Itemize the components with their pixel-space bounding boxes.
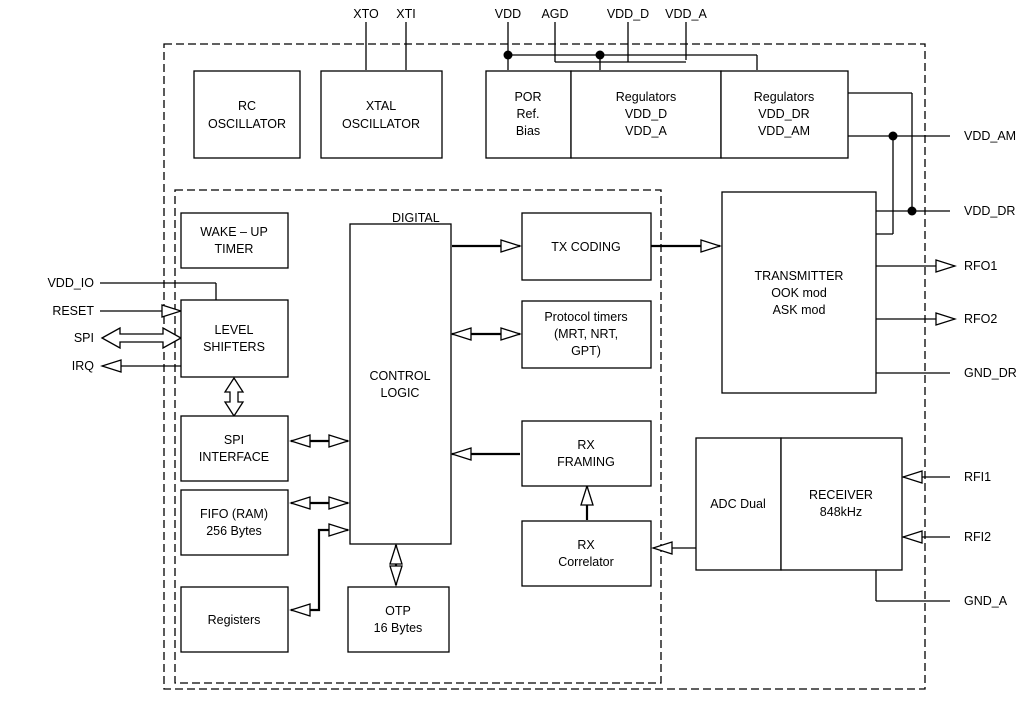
- svg-text:OTP: OTP: [385, 604, 411, 618]
- level-shifters-block: LEVEL SHIFTERS: [180, 299, 289, 378]
- protocol-timers-block: Protocol timers (MRT, NRT, GPT): [521, 300, 652, 369]
- pin-rfi2: RFI2: [964, 530, 991, 544]
- svg-text:SHIFTERS: SHIFTERS: [203, 340, 265, 354]
- svg-text:TX CODING: TX CODING: [551, 240, 620, 254]
- pin-vdd-io: VDD_IO: [47, 276, 94, 290]
- pin-vdd-a: VDD_A: [665, 7, 707, 21]
- registers-block: Registers: [180, 586, 289, 653]
- svg-text:Bias: Bias: [516, 124, 540, 138]
- pin-irq: IRQ: [72, 359, 95, 373]
- wakeup-timer-block: WAKE – UP TIMER: [180, 212, 289, 269]
- svg-text:16 Bytes: 16 Bytes: [374, 621, 423, 635]
- svg-text:Regulators: Regulators: [754, 90, 814, 104]
- svg-text:OOK mod: OOK mod: [771, 286, 827, 300]
- rx-correlator-block: RX Correlator: [521, 520, 652, 587]
- svg-text:FRAMING: FRAMING: [557, 455, 615, 469]
- svg-text:Registers: Registers: [208, 613, 261, 627]
- svg-text:RX: RX: [577, 438, 595, 452]
- rf-wiring: [875, 266, 955, 602]
- por-block: POR Ref. Bias: [485, 70, 572, 159]
- svg-text:RX: RX: [577, 538, 595, 552]
- svg-text:OSCILLATOR: OSCILLATOR: [342, 117, 420, 131]
- otp-block: OTP 16 Bytes: [347, 586, 450, 653]
- pin-vdd: VDD: [495, 7, 521, 21]
- pin-vdd-am: VDD_AM: [964, 129, 1016, 143]
- pin-gnd-dr: GND_DR: [964, 366, 1017, 380]
- svg-text:GPT): GPT): [571, 344, 601, 358]
- svg-text:Regulators: Regulators: [616, 90, 676, 104]
- svg-text:POR: POR: [514, 90, 541, 104]
- svg-text:256 Bytes: 256 Bytes: [206, 524, 262, 538]
- pin-xto: XTO: [353, 7, 379, 21]
- pin-reset: RESET: [52, 304, 94, 318]
- digital-boundary: [174, 189, 662, 684]
- pin-agd: AGD: [541, 7, 568, 21]
- svg-text:Ref.: Ref.: [517, 107, 540, 121]
- svg-text:Correlator: Correlator: [558, 555, 614, 569]
- svg-text:LOGIC: LOGIC: [381, 386, 420, 400]
- pin-xti: XTI: [396, 7, 415, 21]
- pin-rfo2: RFO2: [964, 312, 997, 326]
- svg-text:VDD_D: VDD_D: [625, 107, 667, 121]
- svg-text:(MRT, NRT,: (MRT, NRT,: [554, 327, 618, 341]
- svg-text:TRANSMITTER: TRANSMITTER: [755, 269, 844, 283]
- top-wiring: [365, 22, 758, 70]
- pin-vdd-d: VDD_D: [607, 7, 649, 21]
- receiver-block: RECEIVER 848kHz: [780, 437, 903, 571]
- tx-coding-block: TX CODING: [521, 212, 652, 281]
- svg-text:RECEIVER: RECEIVER: [809, 488, 873, 502]
- svg-text:848kHz: 848kHz: [820, 505, 862, 519]
- svg-text:SPI: SPI: [224, 433, 244, 447]
- svg-text:XTAL: XTAL: [366, 99, 396, 113]
- svg-text:WAKE – UP: WAKE – UP: [200, 225, 268, 239]
- pin-rfo1: RFO1: [964, 259, 997, 273]
- right-supply-wiring: [848, 92, 950, 235]
- internal-wiring: [223, 246, 720, 610]
- control-logic-block: CONTROL LOGIC: [349, 223, 452, 545]
- svg-text:LEVEL: LEVEL: [215, 323, 254, 337]
- spi-interface-block: SPI INTERFACE: [180, 415, 289, 482]
- svg-text:ASK mod: ASK mod: [773, 303, 826, 317]
- fifo-block: FIFO (RAM) 256 Bytes: [180, 489, 289, 556]
- pin-labels: XTO XTI VDD AGD VDD_D VDD_A VDD_IO RESET…: [47, 7, 1016, 608]
- left-pin-wiring: [100, 282, 217, 366]
- svg-text:RC: RC: [238, 99, 256, 113]
- pin-gnd-a: GND_A: [964, 594, 1008, 608]
- svg-text:ADC Dual: ADC Dual: [710, 497, 766, 511]
- rx-framing-block: RX FRAMING: [521, 420, 652, 487]
- svg-text:INTERFACE: INTERFACE: [199, 450, 269, 464]
- transmitter-block: TRANSMITTER OOK mod ASK mod: [721, 191, 877, 394]
- digital-label: DIGITAL: [392, 211, 440, 225]
- pin-spi: SPI: [74, 331, 94, 345]
- regulators-vdd-d-block: Regulators VDD_D VDD_A: [570, 70, 722, 159]
- svg-text:OSCILLATOR: OSCILLATOR: [208, 117, 286, 131]
- xtal-oscillator-block: XTAL OSCILLATOR: [320, 70, 443, 159]
- svg-text:VDD_DR: VDD_DR: [758, 107, 809, 121]
- pin-rfi1: RFI1: [964, 470, 991, 484]
- pin-vdd-dr: VDD_DR: [964, 204, 1015, 218]
- svg-text:VDD_A: VDD_A: [625, 124, 667, 138]
- svg-text:CONTROL: CONTROL: [369, 369, 430, 383]
- svg-text:TIMER: TIMER: [215, 242, 254, 256]
- rc-oscillator-block: RC OSCILLATOR: [193, 70, 301, 159]
- regulators-vdd-dr-block: Regulators VDD_DR VDD_AM: [720, 70, 849, 159]
- adc-dual-block: ADC Dual: [695, 437, 782, 571]
- svg-text:VDD_AM: VDD_AM: [758, 124, 810, 138]
- spi-bus-arrow: [100, 326, 183, 350]
- svg-text:Protocol timers: Protocol timers: [544, 310, 627, 324]
- svg-text:FIFO (RAM): FIFO (RAM): [200, 507, 268, 521]
